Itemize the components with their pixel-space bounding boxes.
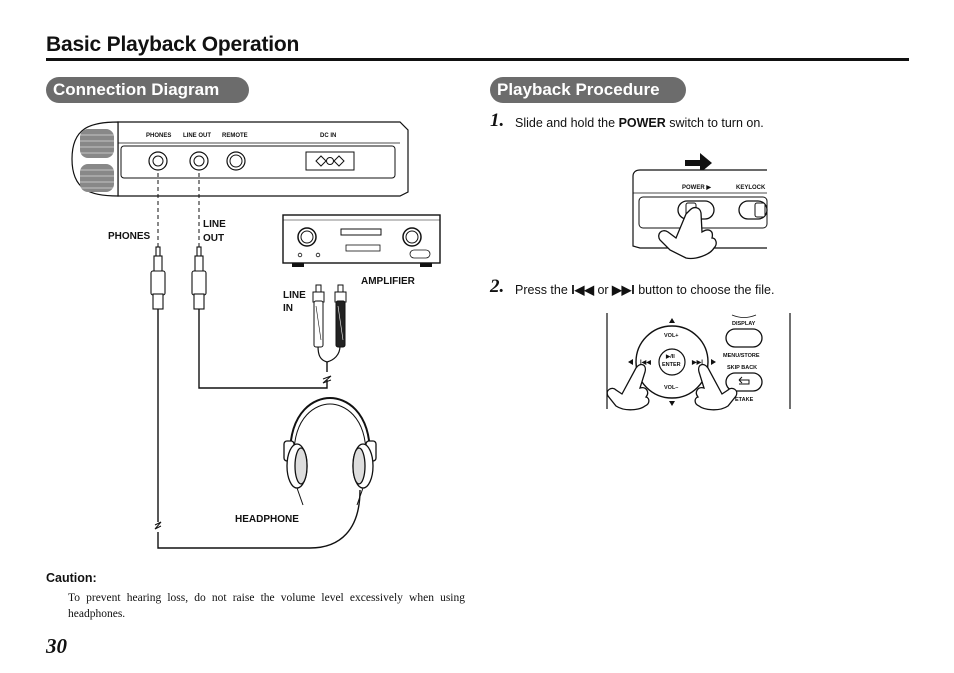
caution-heading: Caution:	[46, 571, 97, 585]
retake-label: ETAKE	[735, 397, 754, 403]
vol-minus-label: VOL–	[664, 385, 678, 391]
remote-jack	[226, 151, 246, 171]
connection-diagram-heading: Connection Diagram	[46, 77, 249, 103]
recorder-device: PHONES LINE OUT REMOTE DC IN	[71, 121, 409, 197]
line-out-jack	[189, 151, 209, 171]
amplifier-label: AMPLIFIER	[361, 276, 416, 287]
pointing-hand-icon	[658, 206, 717, 260]
playback-procedure-heading: Playback Procedure	[490, 77, 686, 103]
power-label: POWER ▶	[682, 184, 711, 191]
line-in-label-line1: LINE	[283, 290, 306, 301]
display-label: DISPLAY	[732, 321, 756, 327]
line-out-label-line2: OUT	[203, 233, 224, 244]
rca-plug-left	[312, 284, 325, 348]
page-number: 30	[46, 634, 67, 658]
control-panel-illustration: VOL+ VOL– ▶/II ENTER I◀◀ ▶▶I DISPLAY MEN…	[606, 313, 791, 411]
line-out-label-line1: LINE	[203, 219, 226, 230]
line-out-plug	[191, 246, 207, 310]
phones-plug	[150, 246, 166, 310]
menu-store-button	[725, 328, 763, 348]
skip-back-label: SKIP BACK	[727, 365, 757, 371]
step-2-text: Press the I◀◀ or ▶▶I button to choose th…	[515, 283, 775, 297]
skip-back-icon: I◀◀	[640, 359, 651, 366]
right-arrow-icon	[685, 153, 712, 173]
phones-jack	[148, 151, 168, 171]
title-rule	[46, 58, 909, 61]
skip-forward-icon: ▶▶I	[691, 359, 703, 366]
enter-label: ENTER	[662, 362, 681, 368]
keylock-label: KEYLOCK	[736, 185, 766, 191]
skip-back-button	[725, 372, 763, 392]
left-pointing-hand-icon	[606, 363, 650, 411]
skip-forward-symbol: ▶▶I	[612, 283, 635, 297]
power-panel-illustration: POWER ▶ KEYLOCK	[632, 153, 768, 260]
amplifier-device	[282, 214, 441, 267]
vol-plus-label: VOL+	[664, 333, 679, 339]
menu-store-label: MENU/STORE	[723, 353, 760, 359]
page-title: Basic Playback Operation	[46, 33, 300, 56]
recorder-label-dc-in: DC IN	[320, 133, 336, 139]
line-in-label-line2: IN	[283, 303, 293, 314]
step-1-number: 1.	[490, 110, 505, 131]
skip-back-symbol: I◀◀	[571, 283, 594, 297]
step-1-text: Slide and hold the POWER switch to turn …	[515, 116, 764, 130]
recorder-label-remote: REMOTE	[222, 133, 248, 139]
phones-label: PHONES	[108, 231, 151, 242]
caution-text: To prevent hearing loss, do not raise th…	[68, 592, 465, 620]
recorder-label-phones: PHONES	[146, 133, 171, 139]
step-2-number: 2.	[490, 276, 505, 297]
headphone-label: HEADPHONE	[235, 514, 299, 525]
headphone-device	[283, 396, 377, 506]
play-pause-label: ▶/II	[665, 353, 675, 360]
recorder-label-line-out: LINE OUT	[183, 133, 211, 139]
dc-in-jack	[305, 151, 355, 171]
rca-plug-right	[334, 284, 347, 348]
right-pointing-hand-icon	[694, 363, 738, 411]
